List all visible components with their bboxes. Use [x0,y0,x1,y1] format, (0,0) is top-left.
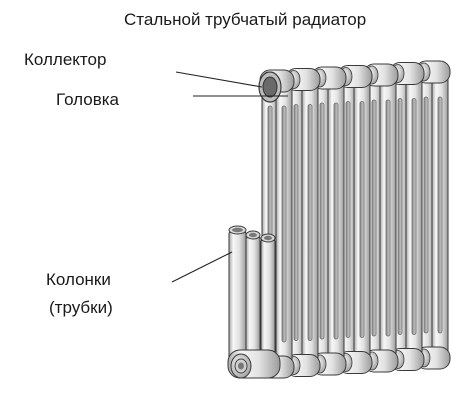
tube-slot [319,102,325,340]
tube-slot [333,102,339,340]
tube-slot [293,104,299,341]
fitting-hole [238,362,244,370]
column-opening [264,235,272,241]
label-tubes: (трубки) [49,298,113,317]
tube-slot [411,98,417,335]
tube-slot [371,99,377,337]
tube-slot [437,96,443,334]
tube-slot [397,98,403,335]
label-collector: Коллектор [24,50,107,69]
tube-slot [307,104,313,341]
diagram-title: Стальной трубчатый радиатор [124,10,367,29]
leader-columns [171,251,233,283]
bottom-fitting [227,349,281,379]
leader-collector [175,71,263,88]
label-columns: Колонки [46,270,111,289]
leader-lines [171,71,288,283]
tube-slot [359,101,365,338]
radiator-section [311,66,347,376]
tube-slot [281,105,287,343]
tube-slot [423,96,429,334]
collector-hole [262,76,278,98]
tube-slot [345,101,351,338]
collector [258,71,282,103]
column-opening [232,227,243,233]
column-opening [249,232,257,238]
tube-slot [385,99,391,337]
radiator-front-tubes [227,225,281,379]
label-head: Головка [56,90,120,109]
radiator-sections [258,60,451,379]
